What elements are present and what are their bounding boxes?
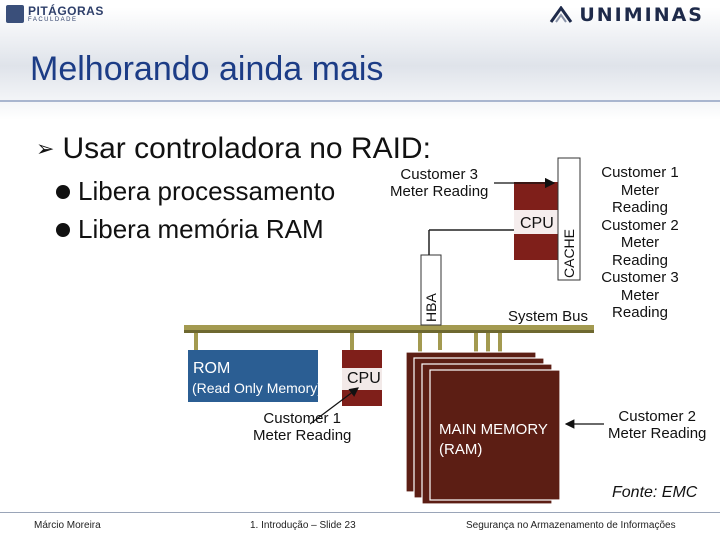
title-divider bbox=[0, 100, 720, 102]
rom-title: ROM bbox=[193, 360, 231, 377]
cache-box bbox=[557, 157, 581, 281]
footer-course: Segurança no Armazenamento de Informaçõe… bbox=[466, 520, 676, 531]
sub-bullet-2-text: Libera memória RAM bbox=[78, 214, 324, 244]
sub-bullet-2: Libera memória RAM bbox=[56, 214, 324, 245]
round-bullet-icon bbox=[56, 222, 70, 237]
footer-slide-ref: 1. Introdução – Slide 23 bbox=[250, 520, 356, 531]
cache-label: CACHE bbox=[561, 229, 577, 278]
right-customer-list: Customer 1 Meter Reading Customer 2 Mete… bbox=[601, 164, 679, 322]
rom-box bbox=[188, 350, 318, 402]
uniminas-logo-text: UNIMINAS bbox=[579, 4, 704, 26]
main-bullet-text: Usar controladora no RAID: bbox=[62, 132, 431, 165]
customer1-left-label: Customer 1 Meter Reading bbox=[253, 410, 352, 445]
source-note: Fonte: EMC bbox=[612, 484, 698, 501]
system-bus-line bbox=[184, 325, 594, 330]
controller-cpu-label: CPU bbox=[520, 215, 554, 232]
footer-divider bbox=[0, 512, 720, 513]
customer2-right-label: Customer 2 Meter Reading bbox=[608, 408, 707, 443]
rom-subtitle: (Read Only Memory) bbox=[192, 380, 322, 396]
hba-box bbox=[420, 254, 442, 326]
sub-bullet-1-text: Libera processamento bbox=[78, 176, 336, 206]
main-bullet: ➢ Usar controladora no RAID: bbox=[36, 132, 431, 166]
customer1-arrow bbox=[309, 387, 359, 425]
customer3-top-label: Customer 3 Meter Reading bbox=[390, 166, 489, 201]
memory-module-1 bbox=[429, 369, 561, 501]
uniminas-logo: UNIMINAS bbox=[549, 4, 704, 26]
sub-bullet-1: Libera processamento bbox=[56, 176, 335, 207]
footer-author: Márcio Moreira bbox=[34, 520, 101, 531]
arrow-bullet-icon: ➢ bbox=[36, 136, 55, 161]
main-memory-label: MAIN MEMORY (RAM) bbox=[439, 421, 548, 458]
main-cpu-label: CPU bbox=[347, 370, 381, 387]
round-bullet-icon bbox=[56, 184, 70, 199]
hba-label: HBA bbox=[423, 293, 439, 322]
slide-title: Melhorando ainda mais bbox=[30, 50, 384, 88]
uniminas-emblem-icon bbox=[550, 6, 573, 23]
pitagoras-emblem-icon bbox=[6, 5, 24, 23]
pitagoras-logo-subtext: FACULDADE bbox=[28, 17, 78, 23]
system-bus-label: System Bus bbox=[508, 308, 589, 325]
pitagoras-logo: PITÁGORAS FACULDADE bbox=[6, 3, 104, 25]
pitagoras-logo-text: PITÁGORAS bbox=[28, 4, 104, 18]
